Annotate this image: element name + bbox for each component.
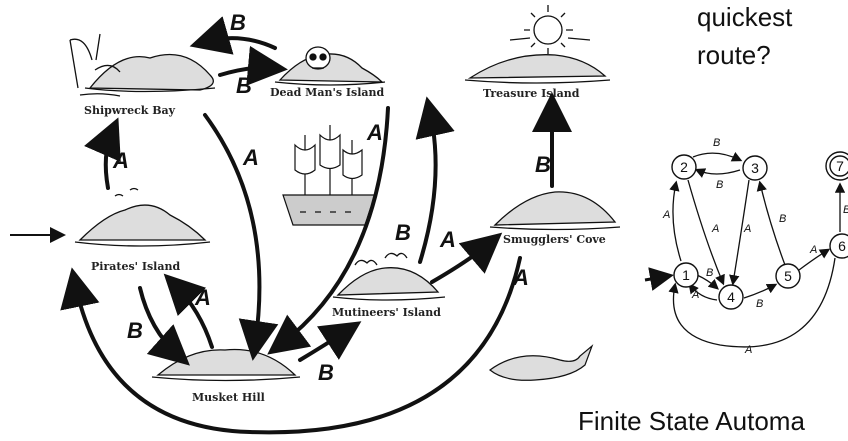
question-line-1: quickest xyxy=(697,2,792,32)
shipwreck-bay-island xyxy=(70,34,215,96)
fsa-edge-label: A xyxy=(743,223,751,235)
fsa-start-arrow xyxy=(645,276,668,280)
edge-smugglers-to-pirates xyxy=(75,258,520,432)
fsa-state-label: 1 xyxy=(682,267,690,283)
whale-illustration xyxy=(490,346,592,380)
edge-mutineers-to-deadman xyxy=(420,112,436,262)
edge-label: B xyxy=(395,220,411,245)
fsa-state-label: 5 xyxy=(784,268,792,284)
fsa-state-label: 2 xyxy=(680,159,688,175)
smugglers-cove-label: Smugglers' Cove xyxy=(503,233,606,246)
pirate-ship-illustration xyxy=(283,125,375,225)
edge-deadman-to-shipwreck xyxy=(205,38,275,48)
treasure-island xyxy=(465,5,610,83)
musket-hill-label: Musket Hill xyxy=(192,391,265,404)
edge-label: A xyxy=(112,148,129,173)
fsa-edge-1-2 xyxy=(673,183,681,261)
edge-label: A xyxy=(512,265,529,290)
pirates-island xyxy=(75,189,210,247)
fsa-diagram: 1 2 3 4 5 6 7 A B B A A B A B B A B A xyxy=(645,137,848,356)
edge-pirates-to-musket xyxy=(140,288,178,355)
edge-label: A xyxy=(242,145,259,170)
fsa-edge-label: A xyxy=(691,289,699,301)
dead-mans-island-label: Dead Man's Island xyxy=(270,86,385,99)
fsa-state-label: 7 xyxy=(836,158,844,174)
edge-label: B xyxy=(318,360,334,385)
treasure-island-label: Treasure Island xyxy=(483,87,580,100)
question-line-2: route? xyxy=(697,40,771,70)
fsa-states xyxy=(672,152,848,309)
edge-label: B xyxy=(230,10,246,35)
fsa-edge-label: B xyxy=(706,267,713,279)
fsa-edge-label: B xyxy=(843,204,848,216)
edge-label: B xyxy=(127,318,143,343)
edge-label: A xyxy=(194,285,211,310)
fsa-state-label: 3 xyxy=(751,160,759,176)
fsa-state-label: 6 xyxy=(838,238,846,254)
fsa-state-labels: 1 2 3 4 5 6 7 xyxy=(680,158,846,305)
dead-mans-island xyxy=(275,47,385,85)
shipwreck-bay-label: Shipwreck Bay xyxy=(84,104,176,117)
fsa-edge-label: B xyxy=(756,298,763,310)
fsa-caption: Finite State Automa xyxy=(578,406,805,436)
fsa-edge-label: B xyxy=(713,137,720,149)
fsa-edge-3-2 xyxy=(697,170,740,174)
fsa-edge-4-5 xyxy=(744,285,775,298)
fsa-edge-label: A xyxy=(809,244,817,256)
fsa-edge-label: B xyxy=(779,213,786,225)
fsa-state-label: 4 xyxy=(727,289,735,305)
fsa-edge-label: A xyxy=(744,344,752,356)
edge-label: A xyxy=(439,227,456,252)
edge-label: A xyxy=(366,120,383,145)
fsa-edge-2-3 xyxy=(693,153,740,160)
edge-label: B xyxy=(236,73,252,98)
edge-musket-to-mutineers xyxy=(300,330,348,360)
mutineers-island-label: Mutineers' Island xyxy=(332,306,441,319)
edge-label: B xyxy=(535,152,551,177)
fsa-edge-label: B xyxy=(716,179,723,191)
smugglers-cove xyxy=(490,192,620,230)
fsa-edge-label: A xyxy=(662,209,670,221)
fsa-edge-label: A xyxy=(711,223,719,235)
pirates-island-label: Pirates' Island xyxy=(91,260,180,273)
edge-pirates-to-shipwreck xyxy=(106,132,112,188)
